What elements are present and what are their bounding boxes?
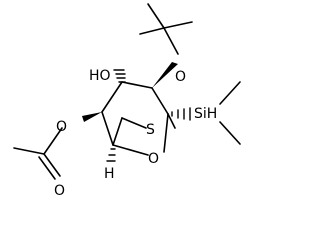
bond-carbonyl-double-2 [38, 156, 56, 180]
bond-c1-o [163, 113, 169, 153]
molecule-diagram: HO O O S O O SiH H [13, 3, 241, 199]
tbu-oxygen-label: O [175, 69, 186, 85]
bond-tbu-methyl-3 [163, 21, 193, 29]
tert-butyl-group [139, 3, 193, 55]
bond-acetyl-methyl [13, 147, 45, 155]
hashed-bond-c3-oh [113, 69, 126, 83]
ring-oxygen-label: O [148, 151, 159, 167]
silyl-label: SiH [194, 106, 217, 122]
bond-c5-o [112, 144, 149, 156]
bond-o-carbonyl-c [43, 127, 63, 155]
silyl-methyls [219, 81, 241, 145]
stereo-bonds [82, 62, 191, 162]
bond-tbu-o [163, 27, 179, 55]
sulfur-label: S [146, 122, 155, 138]
hashed-bond-c1-si [171, 107, 191, 121]
bond-c3-c2 [121, 81, 153, 89]
bond-c5-c6 [112, 117, 123, 146]
acetate-group [13, 127, 63, 180]
bond-c3-c4 [101, 81, 123, 113]
hydroxyl-label: HO [89, 68, 111, 84]
bond-si-methyl-1 [219, 81, 241, 105]
bond-si-methyl-2 [219, 121, 241, 145]
hydrogen-label: H [104, 166, 115, 182]
bond-tbu-methyl-2 [139, 27, 165, 35]
bond-c4-c5 [101, 111, 114, 146]
bond-c1-s [167, 113, 176, 129]
carbonyl-oxygen-label: O [54, 183, 65, 199]
bond-c6-s [121, 117, 147, 129]
wedge-bond-c4-o [82, 112, 102, 122]
bond-c2-c1 [151, 87, 169, 115]
atom-labels: HO O O S O O SiH H [54, 68, 217, 199]
bond-tbu-methyl-1 [147, 3, 165, 29]
wedge-bond-c2-o [152, 62, 178, 88]
ring-bonds [101, 81, 176, 156]
acetate-oxygen-label: O [56, 119, 67, 135]
bond-carbonyl-double-1 [43, 153, 61, 177]
hashed-bond-c5-h [106, 148, 116, 162]
